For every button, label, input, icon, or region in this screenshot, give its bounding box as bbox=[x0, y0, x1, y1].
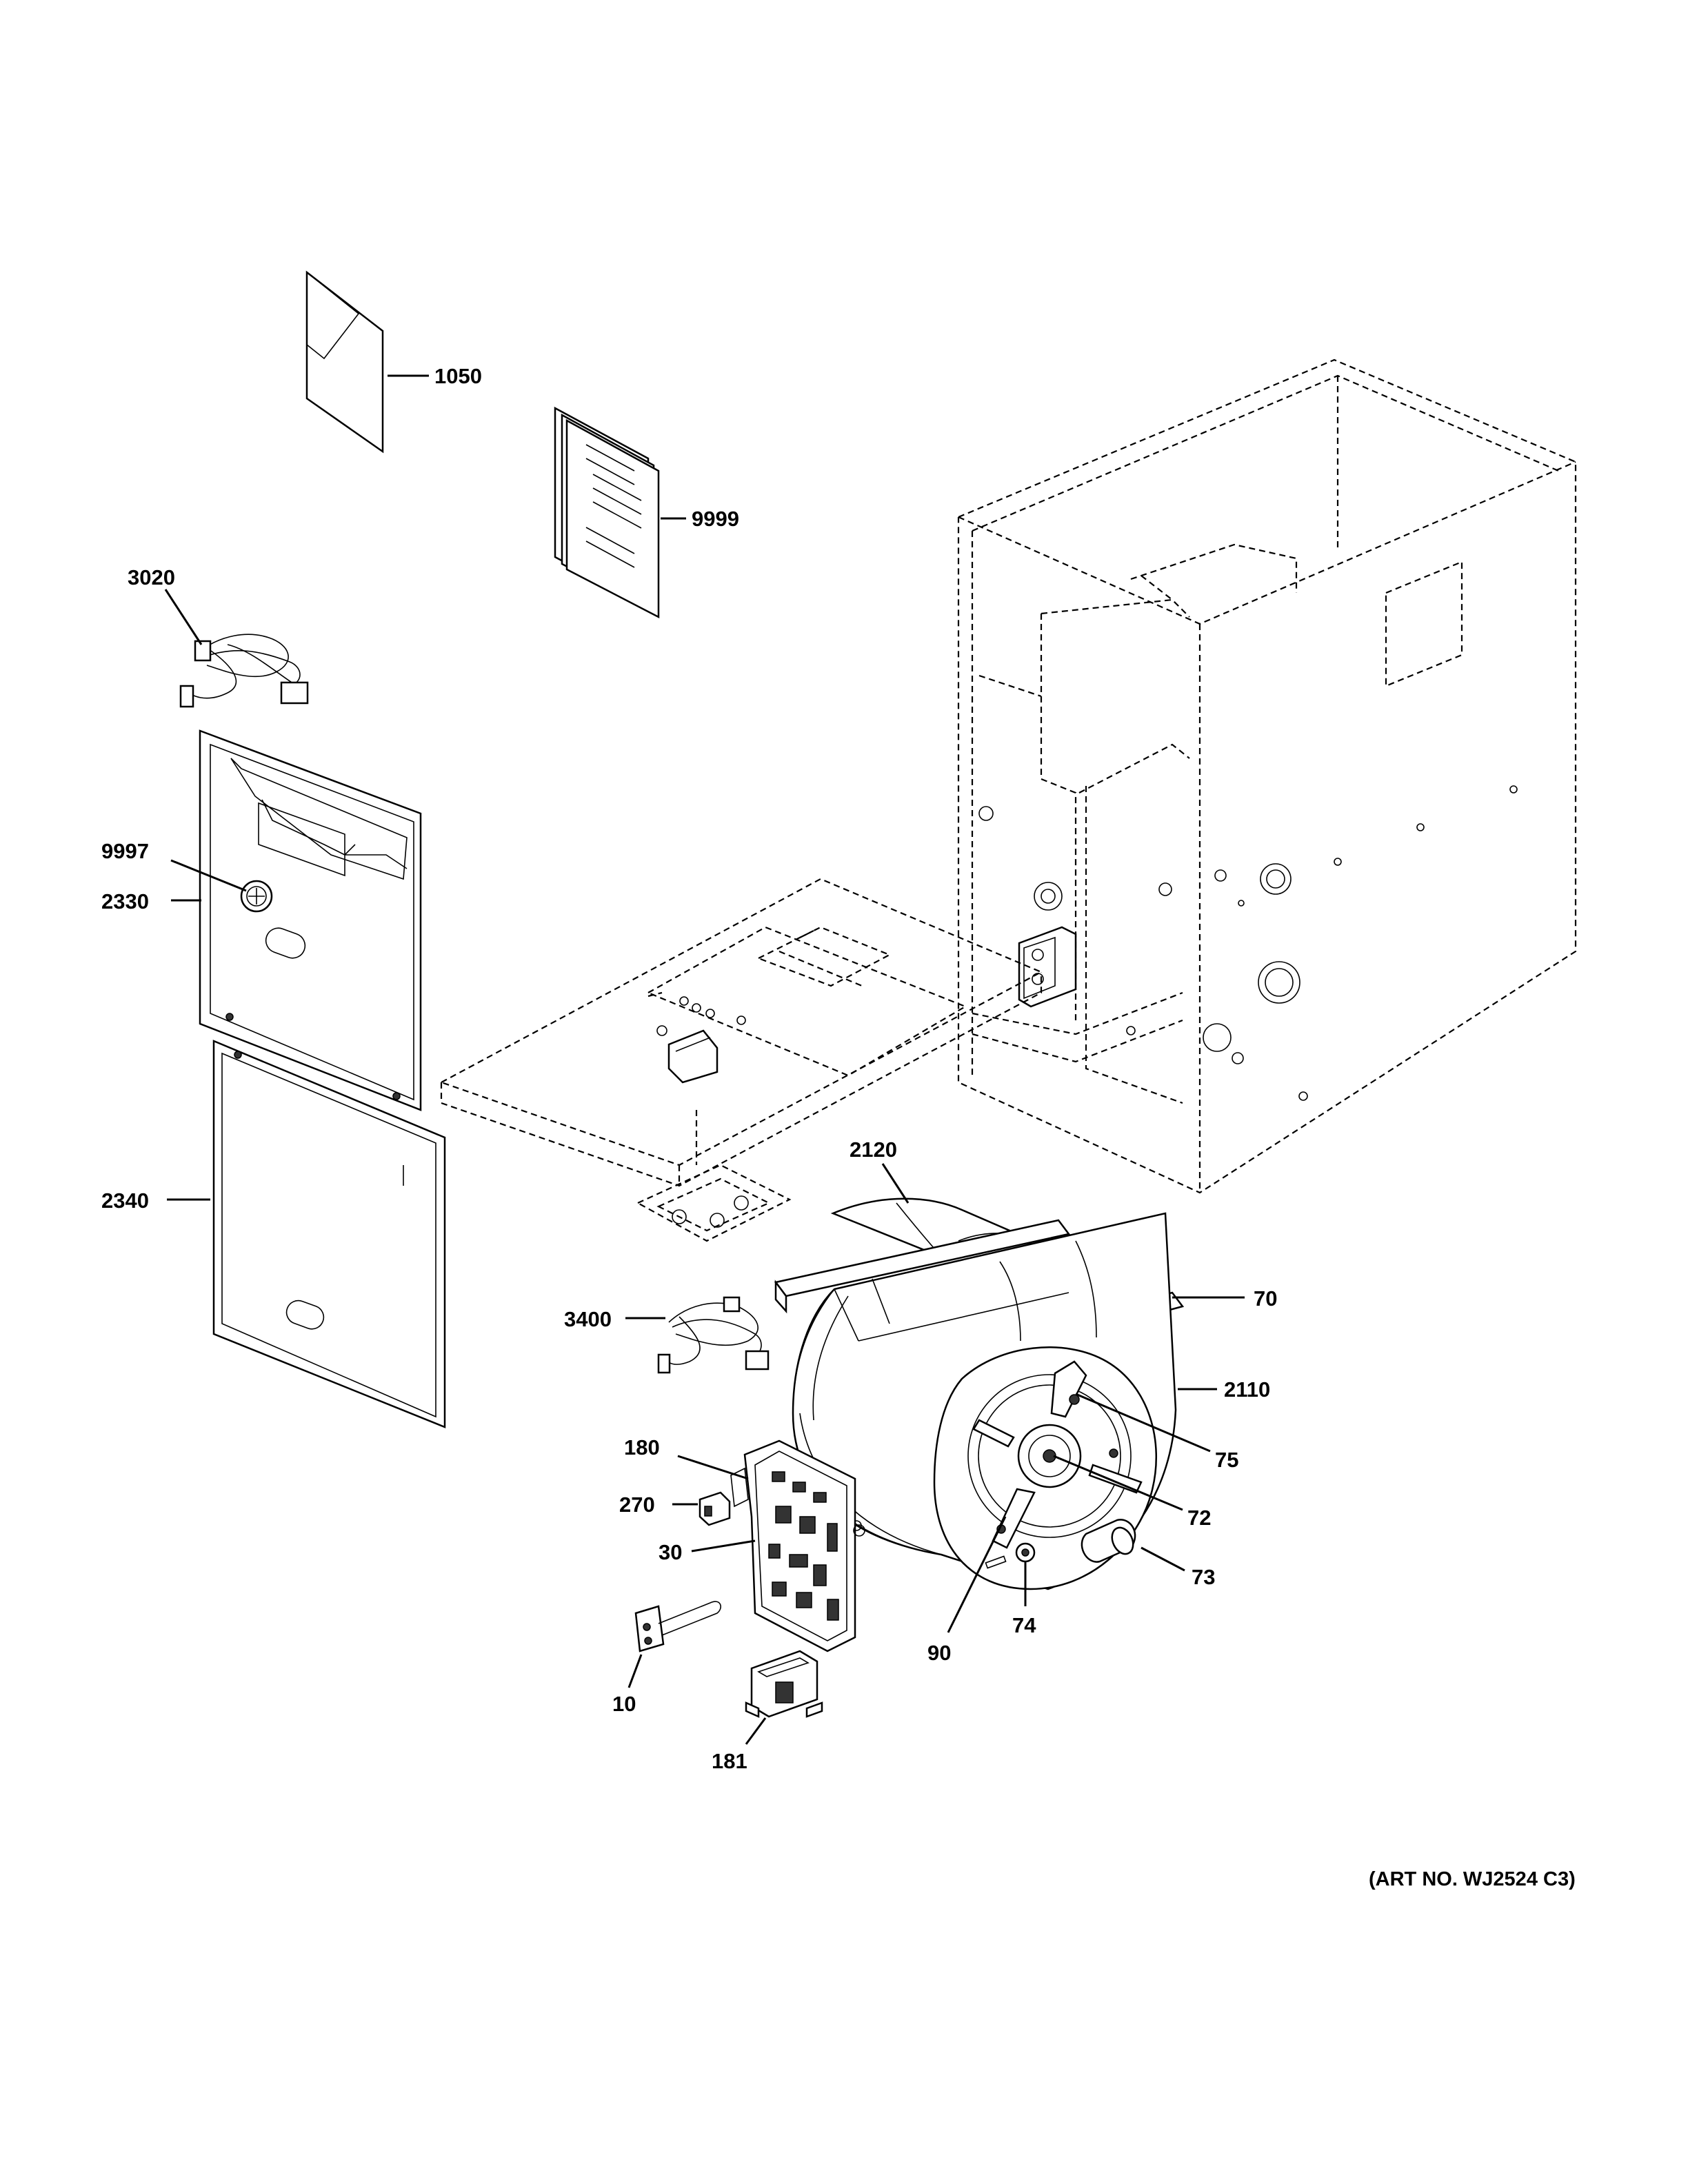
callout-73: 73 bbox=[1192, 1565, 1215, 1589]
callout-70: 70 bbox=[1254, 1286, 1277, 1311]
cabinet-outline bbox=[957, 358, 1577, 1194]
callout-10: 10 bbox=[612, 1692, 636, 1716]
part-2330-upper-panel bbox=[170, 729, 422, 1111]
part-30-control-board bbox=[677, 1439, 865, 1652]
callout-1050: 1050 bbox=[434, 364, 482, 388]
callout-72: 72 bbox=[1187, 1506, 1211, 1530]
callout-2120: 2120 bbox=[850, 1138, 897, 1162]
callout-2330: 2330 bbox=[101, 889, 149, 913]
part-10-flame-sensor bbox=[627, 1601, 721, 1688]
part-181-transformer bbox=[745, 1650, 823, 1745]
callout-3020: 3020 bbox=[128, 565, 175, 589]
callout-2110: 2110 bbox=[1224, 1377, 1270, 1402]
part-3020-harness bbox=[164, 589, 309, 708]
callout-3400: 3400 bbox=[564, 1307, 612, 1331]
callout-75: 75 bbox=[1215, 1448, 1238, 1472]
callout-labels: 1050 9999 3020 9997 2330 2340 2120 3400 … bbox=[101, 364, 1576, 1890]
part-270-fuse bbox=[672, 1491, 731, 1526]
callout-180: 180 bbox=[624, 1435, 660, 1459]
part-2340-lower-panel bbox=[167, 1040, 446, 1428]
callout-9999: 9999 bbox=[692, 507, 739, 531]
art-number: (ART NO. WJ2524 C3) bbox=[1369, 1868, 1576, 1890]
callout-181: 181 bbox=[712, 1749, 747, 1773]
part-9999-manual bbox=[554, 406, 686, 619]
part-1050-sheet bbox=[305, 270, 429, 454]
callout-9997: 9997 bbox=[101, 839, 149, 863]
callout-90: 90 bbox=[927, 1641, 951, 1665]
blower-assembly bbox=[774, 1212, 1245, 1633]
callout-270: 270 bbox=[619, 1493, 655, 1517]
callout-2340: 2340 bbox=[101, 1189, 149, 1213]
callout-74: 74 bbox=[1012, 1613, 1036, 1637]
base-pan-outline bbox=[439, 878, 1043, 1242]
callout-30: 30 bbox=[659, 1540, 682, 1564]
part-180-board-bracket bbox=[730, 1467, 749, 1508]
part-3400-harness bbox=[625, 1296, 770, 1374]
